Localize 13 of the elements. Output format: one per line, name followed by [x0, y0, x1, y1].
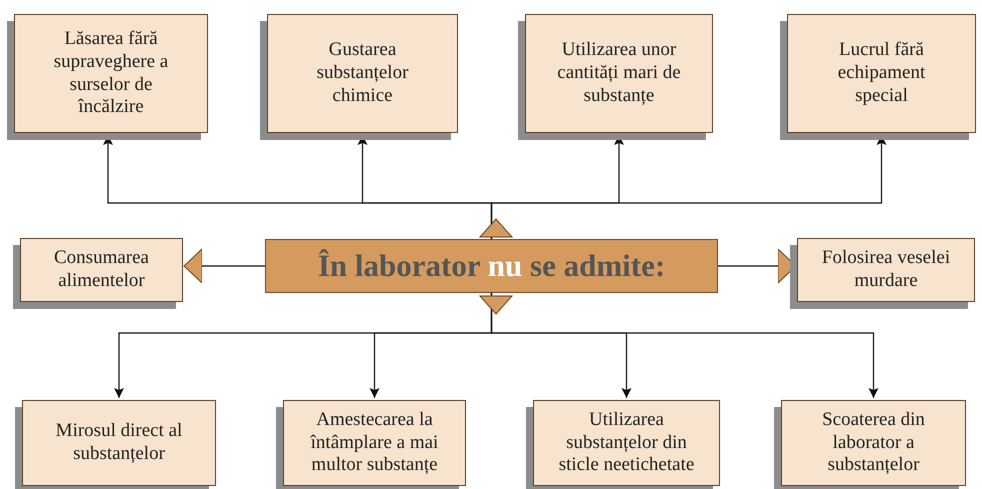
rule-text: Gustarea substanțelor chimice [316, 39, 410, 108]
chevron-arrow [184, 248, 265, 284]
rule-text: Folosirea veselei murdare [820, 247, 952, 293]
rule-text: Scoaterea din laborator a substanțelor [821, 408, 926, 478]
arrow [490, 293, 878, 398]
rule-text: Amestecarea la întâmplare a mai multor substanțe [309, 408, 440, 478]
rule-text: Lucrul fără echipament special [836, 39, 926, 108]
banner-text: În laborator nu se admite: [318, 247, 666, 285]
rule-text: Utilizarea unor cantități mari de substanțe [556, 39, 682, 108]
rule-text: Lăsarea fără supraveghere a surselor de încălzire [52, 28, 170, 120]
rule-text: Consumarea alimentelor [53, 247, 150, 293]
rule-text: Mirosul direct al substanțelor [54, 420, 184, 466]
rule-text: Utilizarea substanțelor din sticle neetichetate [558, 408, 696, 478]
